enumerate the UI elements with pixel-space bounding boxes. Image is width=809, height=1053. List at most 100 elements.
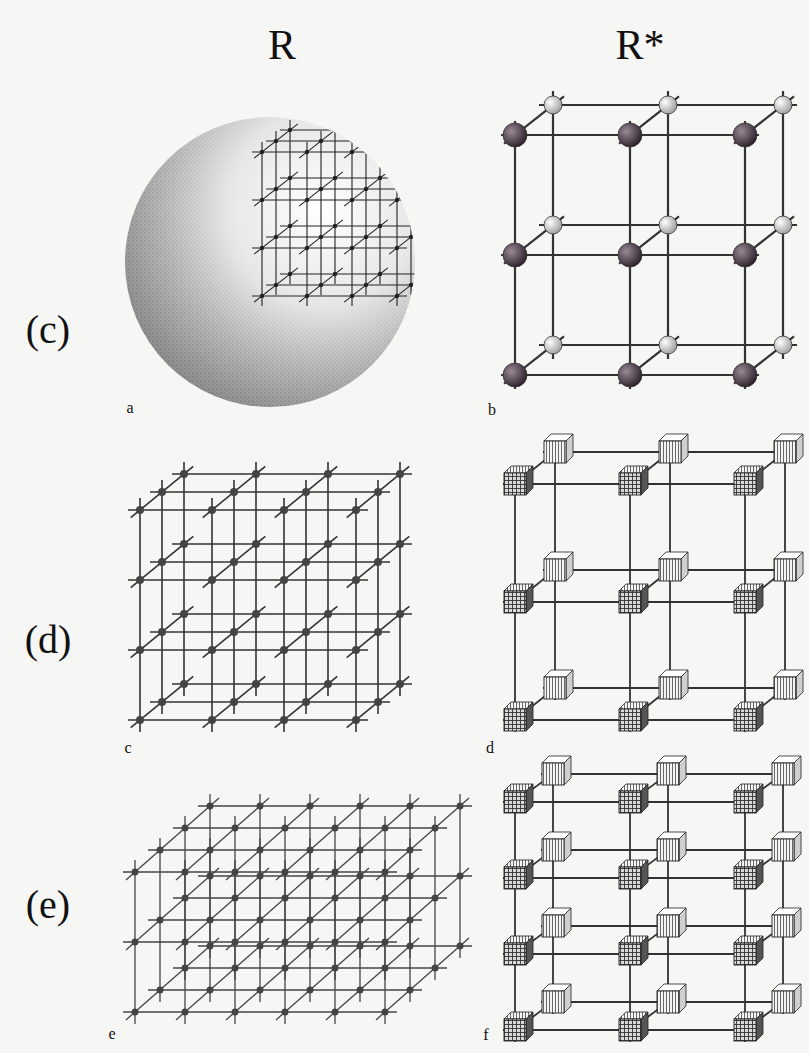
- cube-side: [566, 434, 573, 463]
- lattice-point: [423, 272, 427, 276]
- lattice-point: [274, 187, 278, 191]
- lattice-point: [409, 235, 413, 239]
- cube-side: [756, 1012, 763, 1041]
- lattice-point: [364, 187, 368, 191]
- cube-symbol: [544, 670, 573, 699]
- lattice-line: [252, 199, 407, 200]
- point-lattice: [123, 794, 472, 1024]
- lattice-points: [504, 756, 801, 1041]
- cube-front: [542, 763, 564, 785]
- lattice-point: [302, 698, 310, 706]
- lattice-line: [389, 172, 433, 206]
- lattice-point: [207, 987, 214, 994]
- lattice-point: [382, 1009, 389, 1016]
- lattice-line: [410, 131, 411, 295]
- cube-front: [542, 991, 564, 1013]
- lattice-point: [208, 646, 216, 654]
- lattice-line: [176, 868, 269, 950]
- lattice-point: [305, 150, 309, 154]
- lattice-point: [282, 895, 289, 902]
- lattice-point: [207, 917, 214, 924]
- lattice-line: [172, 473, 412, 475]
- cube-symbol: [504, 784, 533, 813]
- lattice-line: [128, 649, 368, 651]
- cube-side: [526, 584, 533, 613]
- cube-symbol: [619, 784, 648, 813]
- sphere-lattice: [501, 91, 797, 389]
- lattice-line: [254, 268, 298, 302]
- lattice-point: [374, 698, 382, 706]
- cube-side: [756, 784, 763, 813]
- cube-symbol: [504, 584, 533, 613]
- lattice-point: [280, 716, 288, 724]
- lattice-point: [457, 803, 464, 810]
- atom-sphere: [774, 216, 792, 234]
- lattice-point: [257, 917, 264, 924]
- lattice-point: [136, 576, 144, 584]
- cube-front: [619, 473, 641, 495]
- cube-side: [796, 434, 803, 463]
- lattice-line: [389, 220, 433, 254]
- cube-side: [756, 936, 763, 965]
- lattice-points: [504, 434, 803, 731]
- lattice-point: [230, 558, 238, 566]
- lattice-point: [136, 506, 144, 514]
- lattice-line: [176, 938, 269, 1020]
- atom-sphere: [544, 336, 562, 354]
- lattice-point: [158, 698, 166, 706]
- lattice-line: [131, 536, 194, 587]
- cube-lattice: [503, 756, 801, 1042]
- lattice-point: [288, 224, 292, 228]
- cube-symbol: [544, 434, 573, 463]
- lattice-point: [333, 128, 337, 132]
- lattice-line: [396, 142, 397, 306]
- lattice-point: [409, 139, 413, 143]
- lattice-point: [407, 873, 414, 880]
- lattice-line: [344, 220, 388, 254]
- lattice-lines: [501, 91, 797, 389]
- lattice-point: [260, 150, 264, 154]
- lattice-point: [307, 803, 314, 810]
- cube-side: [756, 466, 763, 495]
- atom-sphere: [503, 243, 527, 267]
- lattice-point: [382, 895, 389, 902]
- lattice-point: [252, 680, 260, 688]
- lattice-line: [226, 938, 319, 1020]
- lattice-point: [182, 895, 189, 902]
- lattice-line: [126, 868, 219, 950]
- lattice-line: [355, 498, 357, 732]
- lattice-line: [782, 762, 784, 1014]
- cube-side: [641, 860, 648, 889]
- lattice-point: [182, 1009, 189, 1016]
- cube-side: [526, 784, 533, 813]
- lattice-line: [280, 273, 435, 274]
- lattice-line: [126, 798, 219, 880]
- cube-symbol: [659, 552, 688, 581]
- lattice-point: [232, 1009, 239, 1016]
- lattice-point: [350, 246, 354, 250]
- lattice-line: [283, 498, 285, 732]
- cube-side: [756, 702, 763, 731]
- cube-front: [504, 943, 526, 965]
- cube-symbol: [504, 466, 533, 495]
- cube-front: [657, 839, 679, 861]
- lattice-line: [254, 124, 298, 158]
- lattice-line: [150, 631, 390, 633]
- cube-side: [564, 756, 571, 785]
- cube-symbol: [734, 702, 763, 731]
- lattice-point: [432, 825, 439, 832]
- cube-lattice: [503, 434, 803, 732]
- lattice-line: [275, 676, 338, 727]
- cube-symbol: [504, 860, 533, 889]
- lattice-line: [203, 466, 266, 517]
- lattice-point: [423, 176, 427, 180]
- lattice-line: [150, 491, 390, 493]
- sphere-stipple: [125, 117, 415, 407]
- lattice-line: [514, 790, 516, 1042]
- lattice-point: [357, 847, 364, 854]
- cube-symbol: [772, 756, 801, 785]
- lattice-point: [157, 987, 164, 994]
- cube-side: [756, 860, 763, 889]
- lattice-line: [299, 268, 343, 302]
- cube-side: [794, 756, 801, 785]
